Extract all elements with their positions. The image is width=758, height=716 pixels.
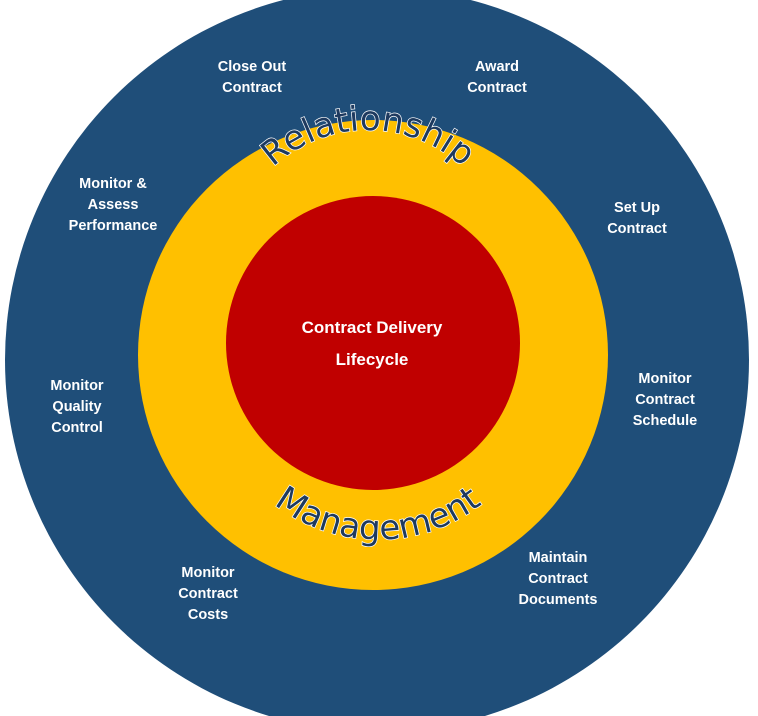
center-title-line2: Lifecycle bbox=[335, 350, 409, 369]
step-maintain-contract-documents: Maintain Contract Documents bbox=[518, 550, 598, 608]
step-set-up-contract: Set Up Contract bbox=[607, 200, 667, 237]
core-circle bbox=[226, 196, 520, 490]
step-monitor-assess-performance: Monitor & Assess Performance bbox=[68, 176, 158, 234]
center-title-line1: Contract Delivery bbox=[301, 318, 443, 337]
step-monitor-contract-costs: Monitor Contract Costs bbox=[178, 565, 238, 623]
step-award-contract: Award Contract bbox=[467, 59, 527, 96]
step-monitor-quality-control: Monitor Quality Control bbox=[50, 378, 104, 436]
step-close-out-contract: Close Out Contract bbox=[217, 59, 287, 96]
center-title: Contract Delivery Lifecycle bbox=[302, 312, 443, 376]
step-monitor-contract-schedule: Monitor Contract Schedule bbox=[632, 371, 698, 429]
